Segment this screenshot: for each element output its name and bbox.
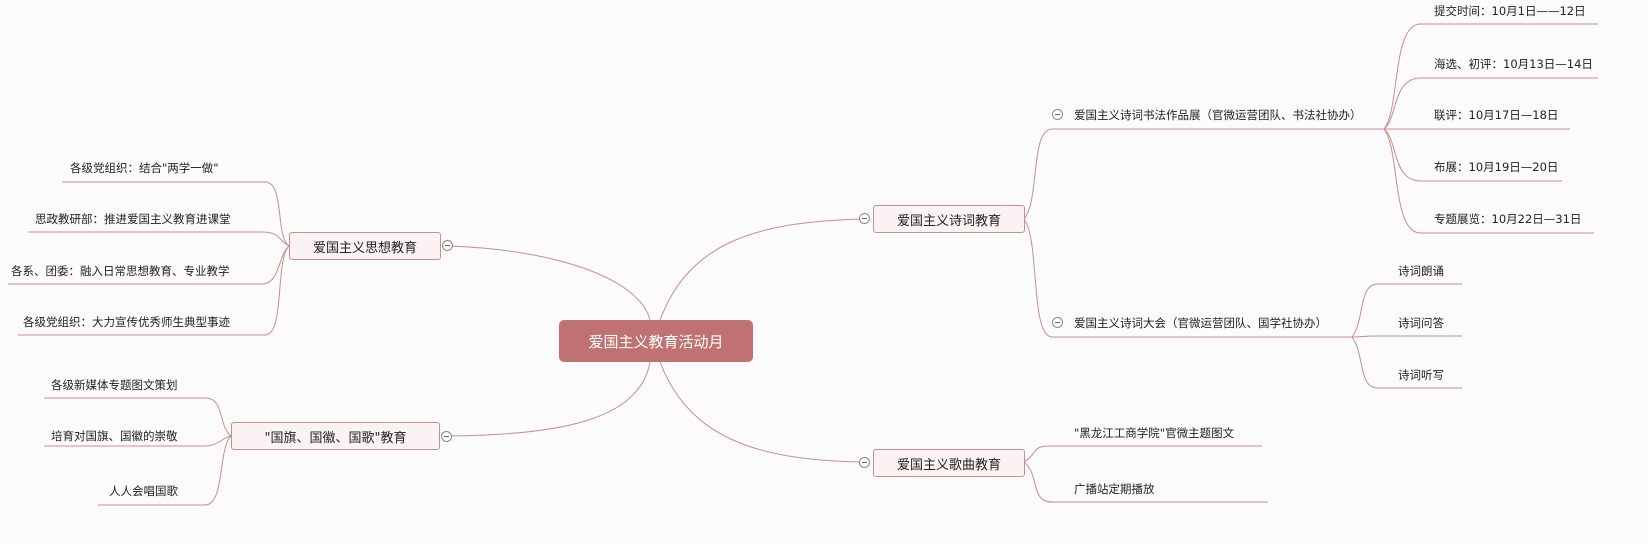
leaf-exhibition-4[interactable]: 布展：10月19日—20日 xyxy=(1434,160,1559,174)
connector-ex-1 xyxy=(1383,23,1598,130)
connector-ex-2 xyxy=(1383,77,1598,130)
collapse-toggle-thought[interactable] xyxy=(442,240,453,251)
connector-root-flag xyxy=(448,361,651,437)
leaf-thought-2[interactable]: 思政教研部：推进爱国主义教育进课堂 xyxy=(35,212,231,226)
connector-conf-3 xyxy=(1351,336,1462,389)
topic-poetry-education[interactable]: 爱国主义诗词教育 xyxy=(873,205,1025,233)
leaf-songs-2[interactable]: 广播站定期播放 xyxy=(1074,482,1155,496)
connector-thought-4 xyxy=(18,245,290,336)
leaf-exhibition-3[interactable]: 联评：10月17日—18日 xyxy=(1434,108,1559,122)
leaf-thought-1[interactable]: 各级党组织：结合"两学一做" xyxy=(70,161,219,175)
connector-conf-1 xyxy=(1351,283,1462,338)
leaf-songs-1[interactable]: "黑龙江工商学院"官微主题图文 xyxy=(1074,426,1235,440)
leaf-flag-1[interactable]: 各级新媒体专题图文策划 xyxy=(51,378,178,392)
leaf-conference-1[interactable]: 诗词朗诵 xyxy=(1398,264,1444,278)
connector-flag-3 xyxy=(98,435,232,506)
leaf-thought-4[interactable]: 各级党组织：大力宣传优秀师生典型事迹 xyxy=(23,315,230,329)
leaf-exhibition-2[interactable]: 海选、初评：10月13日—14日 xyxy=(1434,57,1593,71)
topic-thought-education[interactable]: 爱国主义思想教育 xyxy=(289,232,441,260)
collapse-toggle-conference[interactable] xyxy=(1052,317,1063,328)
connector-songs-1 xyxy=(1023,445,1262,463)
leaf-flag-2[interactable]: 培育对国旗、国徽的崇敬 xyxy=(51,429,178,443)
connector-root-poetry xyxy=(659,218,863,321)
collapse-toggle-flag[interactable] xyxy=(441,431,452,442)
leaf-conference-3[interactable]: 诗词听写 xyxy=(1398,368,1444,382)
collapse-toggle-songs[interactable] xyxy=(859,457,870,468)
connector-poetry-exhibition xyxy=(1023,128,1384,220)
connector-flag-2 xyxy=(44,435,232,447)
subtopic-poetry-exhibition[interactable]: 爱国主义诗词书法作品展（官微运营团队、书法社协办） xyxy=(1074,108,1362,122)
connector-conf-2 xyxy=(1351,335,1462,338)
subtopic-poetry-conference[interactable]: 爱国主义诗词大会（官微运营团队、国学社协办） xyxy=(1074,316,1327,330)
connector-ex-4 xyxy=(1383,128,1562,182)
leaf-conference-2[interactable]: 诗词问答 xyxy=(1398,316,1444,330)
connector-thought-1 xyxy=(62,181,290,247)
connector-songs-2 xyxy=(1023,461,1268,503)
connector-ex-5 xyxy=(1383,128,1594,234)
root-topic[interactable]: 爱国主义教育活动月 xyxy=(559,320,753,362)
topic-flag-education[interactable]: "国旗、国徽、国歌"教育 xyxy=(231,422,440,450)
leaf-exhibition-5[interactable]: 专题展览：10月22日—31日 xyxy=(1434,212,1582,226)
connector-root-songs xyxy=(659,361,863,463)
leaf-exhibition-1[interactable]: 提交时间：10月1日——12日 xyxy=(1434,4,1586,18)
collapse-toggle-poetry[interactable] xyxy=(859,213,870,224)
topic-songs-education[interactable]: 爱国主义歌曲教育 xyxy=(873,449,1025,477)
connector-flag-1 xyxy=(44,397,232,437)
connector-poetry-conference xyxy=(1023,218,1352,338)
leaf-flag-3[interactable]: 人人会唱国歌 xyxy=(109,484,178,498)
leaf-thought-3[interactable]: 各系、团委：融入日常思想教育、专业教学 xyxy=(11,264,230,278)
collapse-toggle-exhibition[interactable] xyxy=(1052,109,1063,120)
connector-thought-2 xyxy=(28,231,290,247)
connector-root-thought xyxy=(448,245,651,321)
